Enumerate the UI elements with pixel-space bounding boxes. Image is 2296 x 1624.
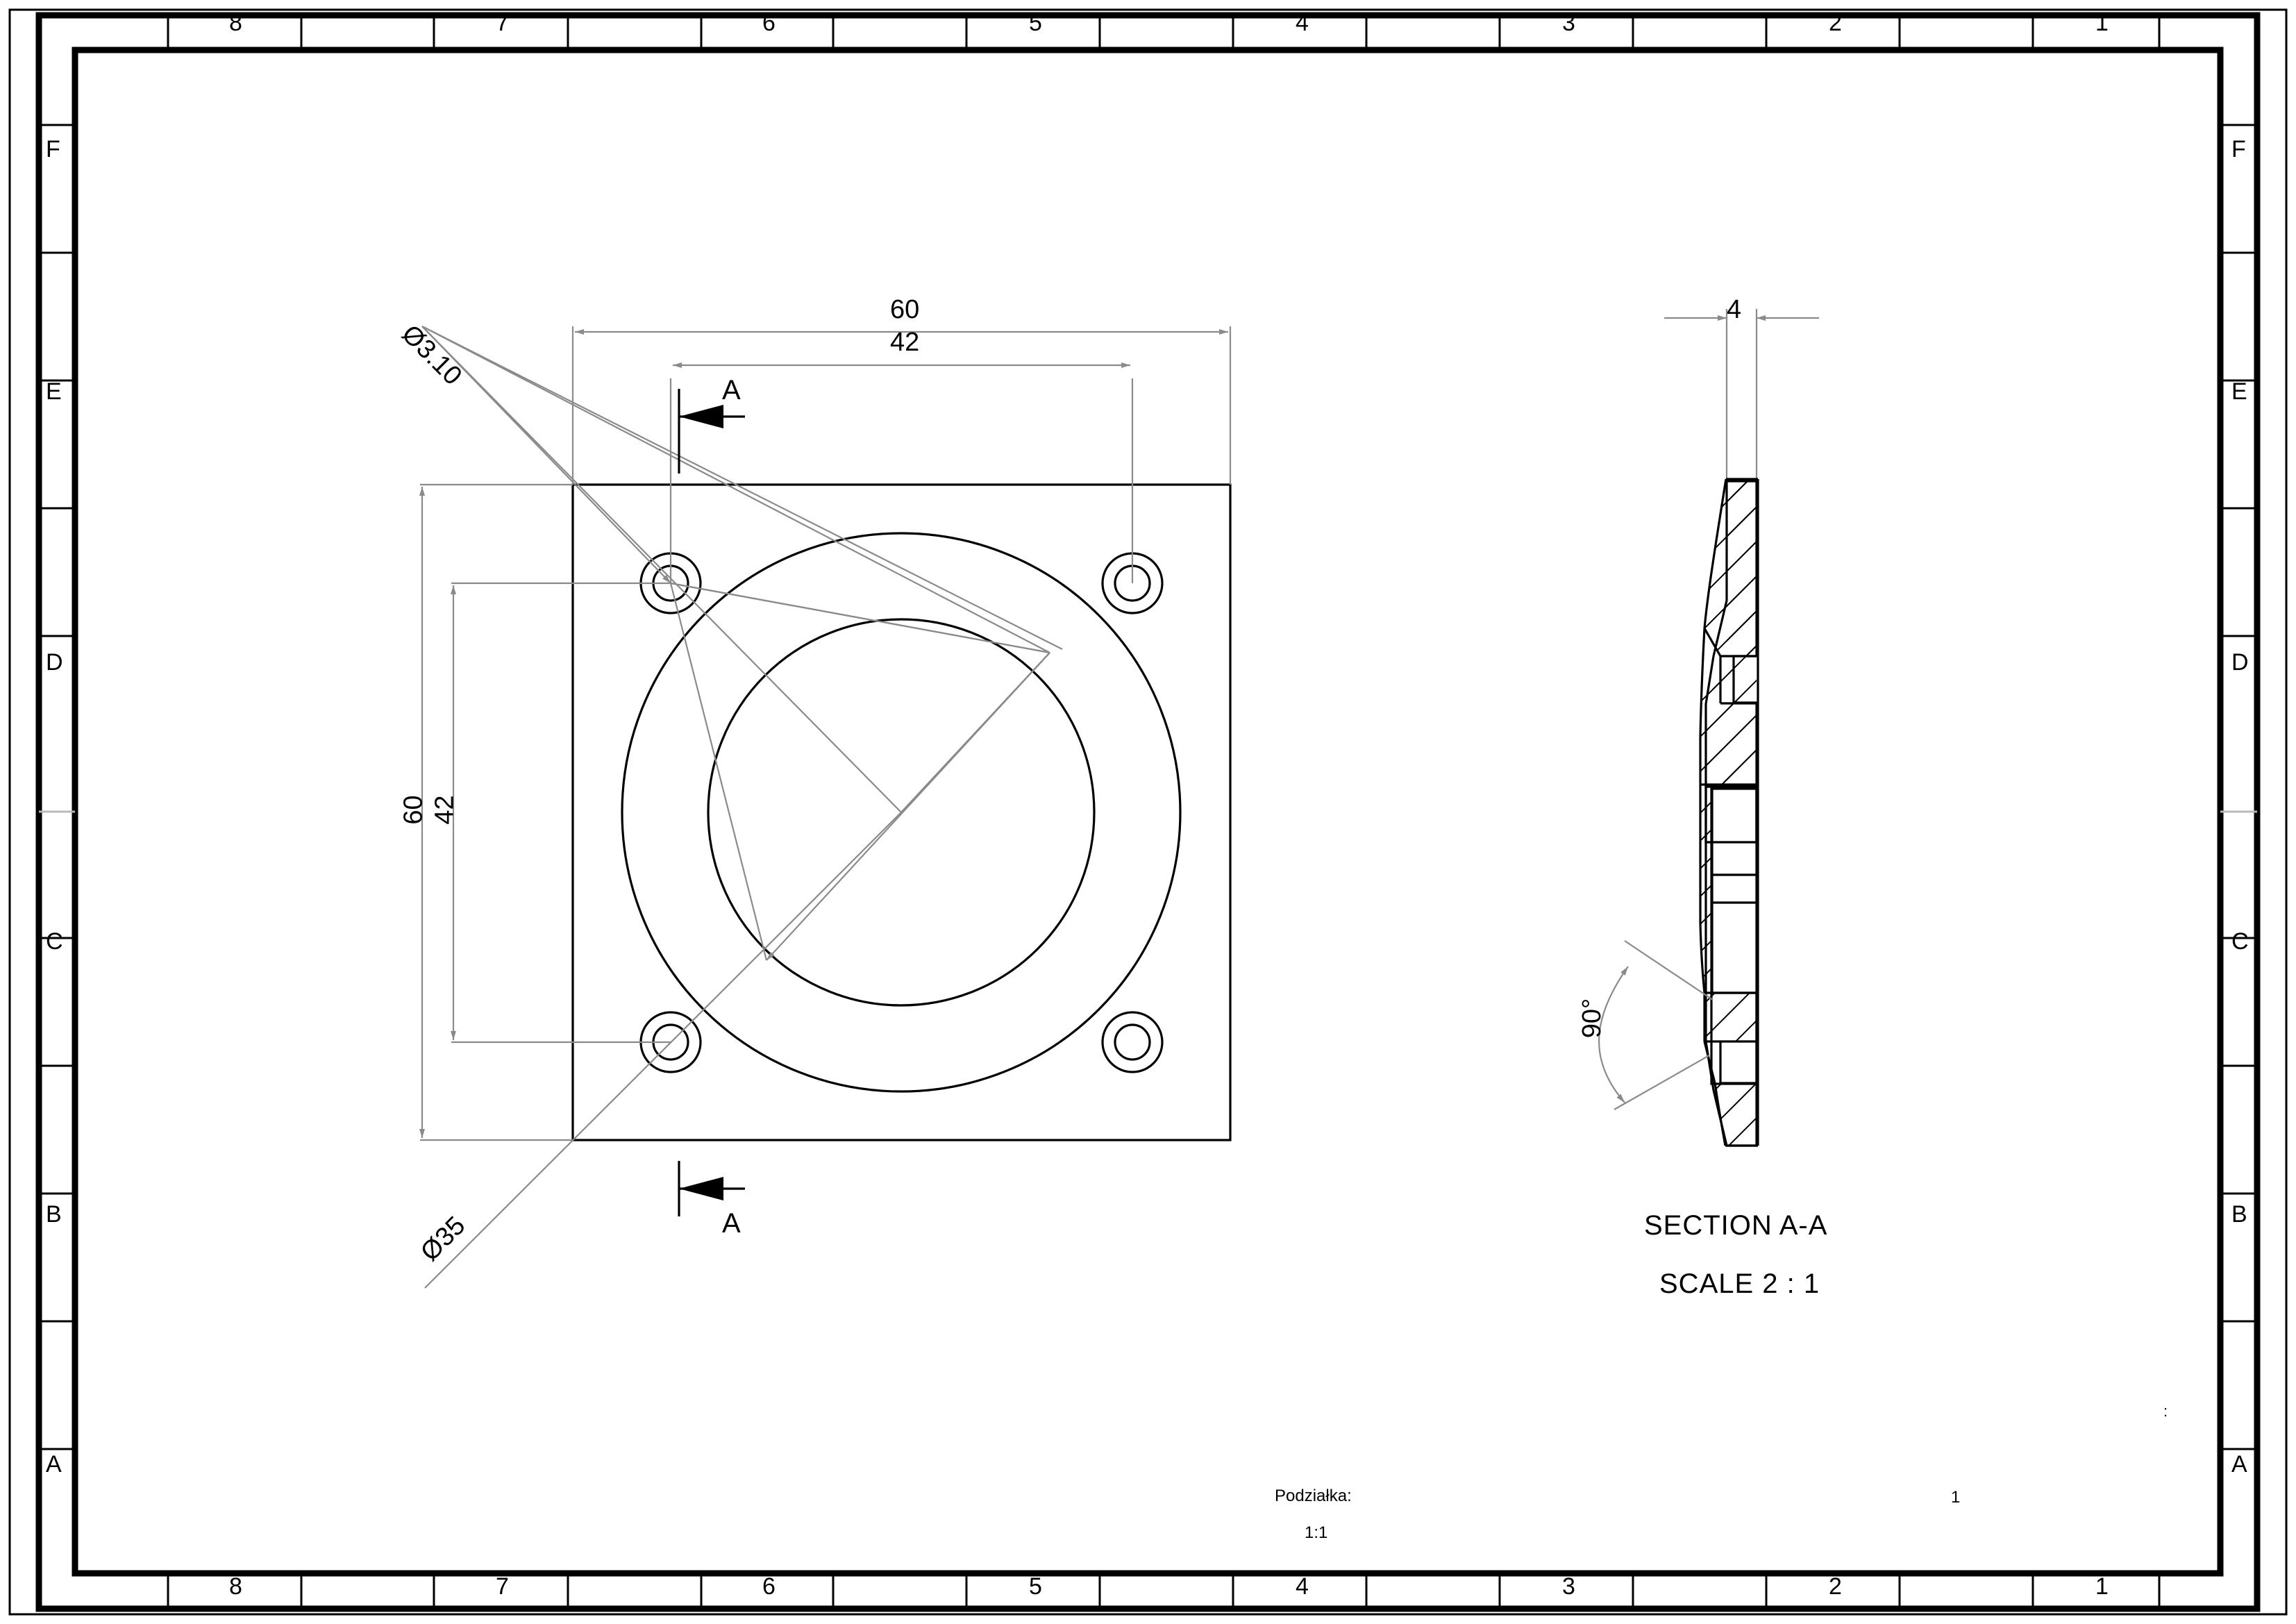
zone-right-D: D: [2231, 649, 2249, 676]
title-marker: :: [2163, 1403, 2168, 1420]
plate-outline: [571, 483, 1232, 1141]
zone-left-A: A: [46, 1451, 62, 1477]
title-scale-value: 1:1: [1305, 1523, 1328, 1542]
angle-arc-90: [1598, 966, 1629, 1103]
zone-left-C: C: [46, 928, 63, 955]
title-scale-label: Podziałka:: [1275, 1487, 1352, 1505]
angle-leader-upper: [1624, 940, 1713, 1001]
zone-bottom-4: 4: [1296, 1573, 1309, 1600]
zone-top-4: 4: [1296, 10, 1309, 36]
zone-top-8: 8: [229, 10, 242, 36]
zone-bottom-3: 3: [1562, 1573, 1575, 1600]
section-arrow-bottom: [678, 1161, 745, 1216]
angle-leader-lower: [1614, 1055, 1710, 1110]
zone-bottom-1: 1: [2095, 1573, 2109, 1600]
zone-bottom-8: 8: [229, 1573, 242, 1600]
bore-circle: [707, 618, 1096, 1007]
section-chamfer-upper: [1703, 628, 1722, 657]
zone-right-E: E: [2231, 378, 2247, 405]
diagonal-leader-lower: [424, 812, 902, 1289]
section-left-curve-mid-lower: [1699, 923, 1706, 994]
section-view-scale: SCALE 2 : 1: [1659, 1269, 1820, 1299]
zone-left-E: E: [46, 378, 62, 405]
section-left-curve-lower: [1713, 1082, 1727, 1146]
section-hatch-upper: [1706, 481, 1757, 787]
flange-outer-circle: [621, 532, 1182, 1093]
section-view-title: SECTION A-A: [1644, 1210, 1828, 1241]
zone-top-2: 2: [1829, 10, 1842, 36]
section-profile: [1704, 480, 1758, 1147]
section-chamfer-lower-slant: [1703, 1041, 1716, 1084]
zone-top-7: 7: [496, 10, 509, 36]
section-label-A-top: A: [722, 375, 741, 405]
zone-left-B: B: [46, 1201, 62, 1228]
zone-top-3: 3: [1562, 10, 1575, 36]
dim-height-60: [419, 483, 573, 1141]
section-label-A-bottom: A: [722, 1208, 741, 1239]
dim-label-width-60: 60: [890, 295, 920, 324]
zone-bottom-7: 7: [496, 1573, 509, 1600]
section-arrow-top: [678, 389, 745, 474]
zone-bottom-6: 6: [762, 1573, 776, 1600]
zone-right-A: A: [2231, 1451, 2247, 1477]
dim-angle-90: [1598, 940, 1713, 1110]
zone-left-D: D: [46, 649, 63, 676]
dim-width-60: [571, 326, 1232, 485]
zone-top-6: 6: [762, 10, 776, 36]
diameter-leader-lines: [421, 326, 1063, 1289]
dim-pitch-42: [669, 362, 1134, 583]
section-left-curve-mid-upper: [1699, 628, 1706, 737]
section-left-curve-upper: [1703, 478, 1727, 629]
zone-left-F: F: [46, 136, 60, 162]
zone-top-5: 5: [1029, 10, 1042, 36]
dim-label-pitch-42: 42: [890, 328, 920, 357]
section-hatch-upper2: [1700, 479, 1758, 1146]
zone-bottom-2: 2: [1829, 1573, 1842, 1600]
zone-right-B: B: [2231, 1201, 2247, 1228]
section-profile-detailed: [1699, 478, 1759, 1147]
zone-right-F: F: [2231, 136, 2246, 162]
section-arrowhead-bottom: [679, 1177, 723, 1200]
section-lower-body: [1704, 991, 1758, 1147]
diagonal-bore-top: [900, 652, 1050, 813]
zone-top-1: 1: [2095, 10, 2109, 36]
section-arrowhead-top: [679, 405, 723, 428]
hole-br-counterbore: [1101, 1011, 1164, 1073]
hole-br-bore: [1114, 1023, 1151, 1061]
dim-pitch-42v: [451, 582, 671, 1044]
dim-label-thickness: 4: [1727, 295, 1742, 324]
dim-label-angle-90: 90°: [1577, 998, 1607, 1039]
zone-bottom-5: 5: [1029, 1573, 1042, 1600]
zone-right-C: C: [2231, 928, 2249, 955]
dim-thickness-4: [1664, 309, 1819, 486]
title-sheet-number: 1: [1951, 1488, 1961, 1507]
diagonal-leader-upper: [421, 326, 902, 813]
